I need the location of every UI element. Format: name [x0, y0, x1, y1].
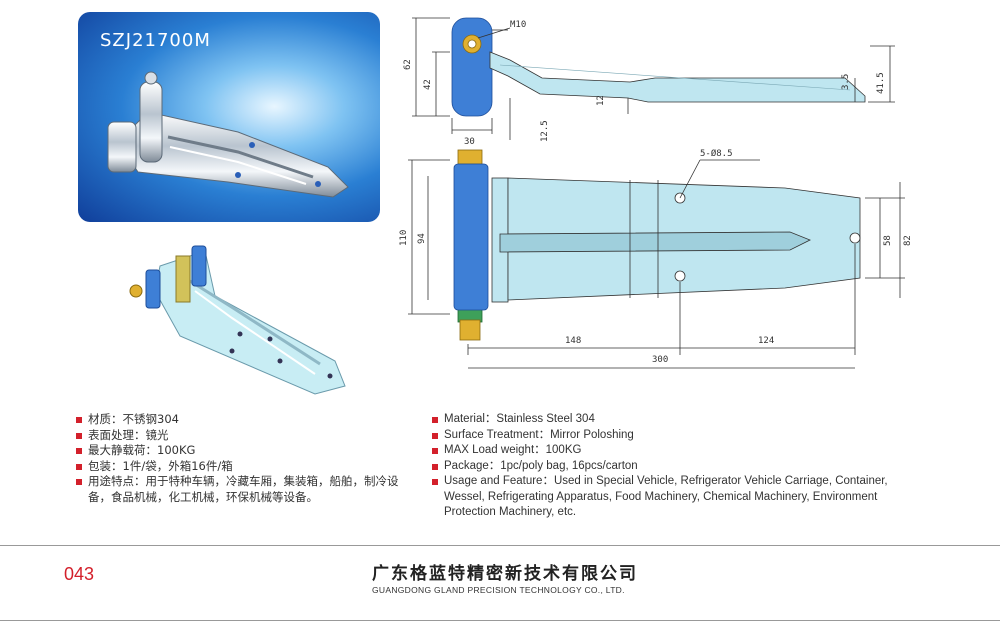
dim-holes: 5-Ø8.5: [700, 148, 733, 159]
dim-94: 94: [417, 233, 427, 244]
side-view: [412, 17, 895, 140]
dim-41-5: 41.5: [876, 72, 886, 94]
footer-divider: [0, 545, 1000, 546]
dim-42: 42: [423, 79, 433, 90]
dim-300: 300: [652, 355, 668, 365]
dim-110: 110: [399, 230, 409, 246]
dim-12-5: 12.5: [540, 120, 550, 142]
spec-cn-item: 最大静载荷：100KG: [76, 443, 406, 459]
bullet-icon: [76, 448, 82, 454]
spec-en-item: Package：1pc/poly bag, 16pcs/carton: [432, 459, 912, 475]
spec-cn-item: 包装：1件/袋，外箱16件/箱: [76, 459, 406, 475]
spec-cn-item: 材质：不锈钢304: [76, 412, 406, 428]
dim-62: 62: [403, 59, 413, 70]
dim-3-5: 3.5: [841, 74, 851, 90]
company-name-en: GUANGDONG GLAND PRECISION TECHNOLOGY CO.…: [372, 585, 625, 595]
product-model: SZJ21700M: [100, 30, 211, 51]
spec-cn-item: 用途特点：用于特种车辆，冷藏车厢，集装箱，船舶，制冷设备，食品机械，化工机械，环…: [76, 474, 406, 505]
hinge-3d-render: [129, 245, 346, 395]
spec-cn-item: 表面处理：镜光: [76, 428, 406, 444]
dim-148: 148: [565, 336, 581, 346]
product-photo: SZJ21700M: [78, 12, 380, 222]
dim-thread: M10: [510, 20, 526, 30]
bullet-icon: [432, 479, 438, 485]
dim-124: 124: [758, 336, 774, 346]
bullet-icon: [432, 432, 438, 439]
page-number: 043: [64, 564, 95, 584]
dim-12: 12: [596, 95, 606, 106]
top-view: [408, 149, 905, 369]
bullet-icon: [432, 463, 438, 470]
bottom-divider: [0, 620, 1000, 621]
specs-chinese: 材质：不锈钢304 表面处理：镜光 最大静载荷：100KG 包装：1件/袋，外箱…: [76, 412, 406, 505]
specs-english: Material：Stainless Steel 304 Surface Tre…: [432, 412, 912, 521]
bullet-icon: [432, 448, 438, 454]
spec-en-item: Surface Treatment：Mirror Poloshing: [432, 428, 912, 444]
bullet-icon: [76, 463, 82, 470]
spec-en-item: Usage and Feature：Used in Special Vehicl…: [432, 474, 912, 521]
spec-en-item: MAX Load weight：100KG: [432, 443, 912, 459]
bullet-icon: [76, 479, 82, 485]
hinge-photo-illustration: [107, 71, 349, 198]
bullet-icon: [432, 417, 438, 423]
company-name-cn: 广东格蓝特精密新技术有限公司: [372, 564, 638, 584]
dim-82: 82: [903, 235, 913, 246]
spec-en-item: Material：Stainless Steel 304: [432, 412, 912, 428]
technical-drawing: M10 62 42 30 12.5 12 3.5 41.5: [399, 17, 913, 369]
bullet-icon: [76, 432, 82, 439]
dim-30: 30: [464, 137, 475, 147]
dim-58: 58: [883, 235, 893, 246]
bullet-icon: [76, 417, 82, 423]
